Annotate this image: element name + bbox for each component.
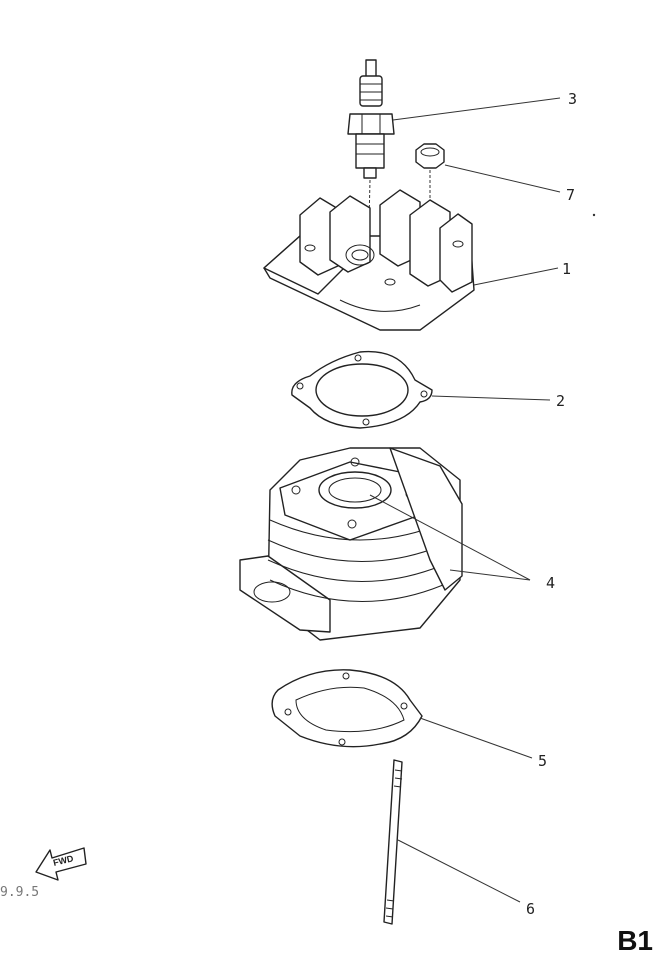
callout-4: 4 [546, 574, 555, 592]
fwd-arrow-icon: FWD [35, 847, 87, 881]
nut-part [415, 143, 445, 169]
callout-3: 3 [568, 90, 577, 108]
callout-6: 6 [526, 900, 535, 918]
corner-code: B1 [617, 925, 653, 956]
callout-7: 7 [566, 186, 575, 204]
callout-2: 2 [556, 392, 565, 410]
base-gasket-part [271, 669, 423, 748]
callout-1: 1 [562, 260, 571, 278]
head-gasket-part [291, 350, 433, 429]
spark-plug-part [347, 59, 395, 179]
fwd-label: FWD [52, 853, 75, 868]
callout-5: 5 [538, 752, 547, 770]
cylinder-part [239, 447, 463, 641]
cylinder-head-part [263, 189, 475, 331]
side-code: 9.9.5 [0, 885, 39, 900]
stud-bolt-part [383, 759, 403, 925]
